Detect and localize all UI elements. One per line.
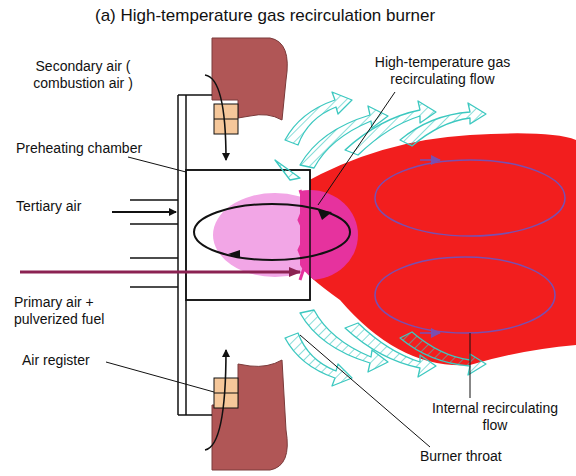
- part-label: Preheating chamber: [16, 140, 142, 157]
- figure-title: (a) High-temperature gas recirculation b…: [95, 6, 435, 26]
- part-label: Burner throat: [420, 448, 502, 465]
- part-label: Secondary air ( combustion air ): [18, 58, 148, 92]
- part-label: Tertiary air: [16, 198, 81, 215]
- flow-label: Internal recirculating flow: [420, 400, 570, 434]
- part-label: Air register: [22, 352, 90, 369]
- flow-label: High-temperature gas recirculating flow: [355, 54, 530, 88]
- part-label: Primary air + pulverized fuel: [14, 294, 139, 328]
